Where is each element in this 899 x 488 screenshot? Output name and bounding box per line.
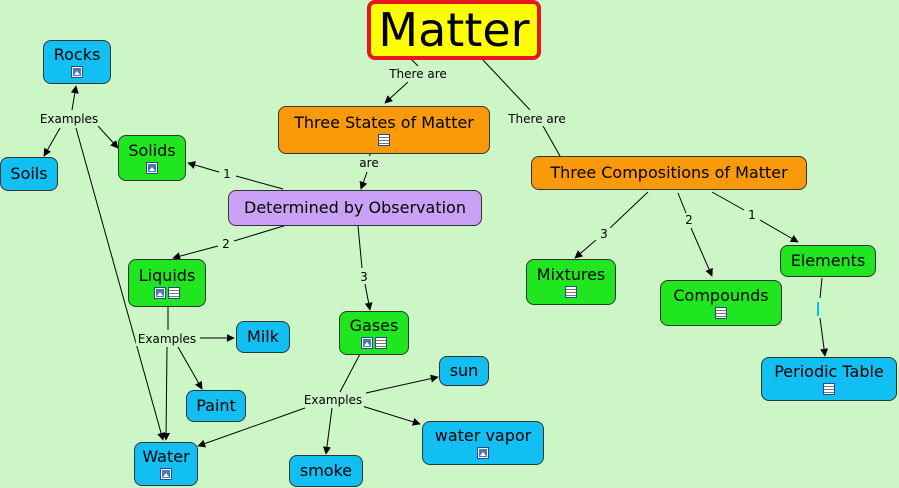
arrow-2-to-compounds [690, 227, 713, 277]
node-rocks[interactable]: Rocks [43, 40, 111, 84]
line-gases-to-examples [339, 353, 361, 393]
line-elements-to-link [819, 277, 823, 299]
node-gases[interactable]: Gases [339, 311, 409, 355]
node-water[interactable]: Water [134, 442, 198, 486]
node-compounds-label: Compounds [673, 286, 769, 305]
node-observation[interactable]: Determined by Observation [228, 190, 482, 226]
title-matter-label: Matter [378, 3, 530, 57]
node-three-compositions-label: Three Compositions of Matter [550, 163, 788, 182]
node-gases-label: Gases [349, 316, 399, 335]
line-compositions-to-1 [711, 191, 745, 211]
node-periodic-table-label: Periodic Table [774, 362, 884, 381]
arrow-examples-to-rocks [70, 85, 79, 111]
link-label-are: are [357, 156, 381, 170]
link-label-there-are-left: There are [387, 67, 449, 81]
node-soils-label: Soils [10, 164, 48, 183]
image-icon[interactable] [477, 447, 489, 459]
link-label-1-elements: 1 [746, 208, 758, 222]
node-mixtures[interactable]: Mixtures [526, 259, 616, 305]
arrow-3-to-mixtures [574, 239, 597, 259]
arrow-solids-to-examples [97, 125, 119, 149]
image-icon[interactable] [146, 162, 158, 174]
arrow-1-to-elements [759, 219, 799, 243]
link-label-3-gases: 3 [358, 270, 370, 284]
arrow-examples-to-smoke [322, 407, 333, 455]
image-icon[interactable] [361, 337, 373, 349]
arrow-2-to-liquids [172, 245, 219, 261]
node-solids-label: Solids [128, 141, 176, 160]
arrow-3-to-gases [364, 283, 373, 311]
node-water-label: Water [142, 447, 190, 466]
document-icon[interactable] [168, 287, 180, 299]
arrow-are-to-observation [359, 171, 368, 190]
link-label-examples-liquids: Examples [135, 332, 199, 346]
node-three-states[interactable]: Three States of Matter [278, 106, 490, 154]
node-sun-label: sun [449, 361, 479, 380]
arrow-there-are-to-three-states [384, 81, 409, 104]
arrow-link-to-periodic-table [819, 317, 829, 357]
node-elements-label: Elements [790, 251, 866, 270]
node-paint[interactable]: Paint [186, 390, 246, 422]
link-label-2-compounds: 2 [683, 213, 695, 227]
line-observation-to-1 [235, 175, 284, 190]
node-milk-label: Milk [247, 327, 279, 346]
node-observation-label: Determined by Observation [244, 198, 466, 217]
arrow-examples-to-water-from-liquids [162, 346, 171, 441]
node-three-states-label: Three States of Matter [294, 113, 474, 132]
arrow-examples-to-paint [177, 346, 203, 390]
node-smoke-label: smoke [299, 461, 353, 480]
line-matter-to-there-are-right [482, 59, 531, 111]
node-compounds[interactable]: Compounds [660, 280, 782, 326]
node-three-compositions[interactable]: Three Compositions of Matter [531, 156, 807, 190]
link-label-3-mixtures: 3 [598, 227, 610, 241]
node-milk[interactable]: Milk [236, 321, 290, 353]
node-liquids-label: Liquids [138, 266, 196, 285]
line-compositions-to-2 [677, 192, 687, 214]
node-rocks-label: Rocks [53, 45, 101, 64]
image-icon[interactable] [160, 468, 172, 480]
document-icon[interactable] [375, 337, 387, 349]
node-periodic-table[interactable]: Periodic Table [761, 357, 897, 401]
arrow-examples-to-sun [365, 374, 439, 394]
link-label-examples-solids: Examples [37, 112, 101, 126]
link-label-there-are-right: There are [506, 112, 568, 126]
document-icon[interactable] [715, 307, 727, 319]
link-label-2-liquids: 2 [220, 237, 232, 251]
node-mixtures-label: Mixtures [536, 265, 606, 284]
line-observation-to-2 [233, 223, 291, 242]
title-matter[interactable]: Matter [367, 0, 541, 60]
document-icon[interactable] [823, 383, 835, 395]
line-observation-to-3 [357, 225, 363, 269]
node-sun[interactable]: sun [439, 356, 489, 386]
node-water-vapor-label: water vapor [434, 426, 532, 445]
node-liquids[interactable]: Liquids [128, 259, 206, 307]
line-compositions-to-3 [609, 191, 649, 229]
arrow-examples-to-water-from-gases [197, 407, 306, 448]
arrow-examples-to-soils [43, 127, 61, 157]
link-label-examples-gases: Examples [301, 393, 365, 407]
image-icon[interactable] [154, 287, 166, 299]
node-soils[interactable]: Soils [0, 157, 58, 191]
arrow-examples-to-water-vapor [361, 405, 421, 426]
arrow-examples-to-water-from-solids [75, 127, 165, 441]
node-smoke[interactable]: smoke [289, 455, 363, 487]
image-icon[interactable] [71, 66, 83, 78]
arrow-1-to-solids [187, 161, 220, 173]
line-there-are-to-three-compositions [542, 125, 561, 157]
node-paint-label: Paint [196, 396, 236, 415]
link-label-1-solids: 1 [221, 167, 233, 181]
node-elements[interactable]: Elements [780, 245, 876, 277]
document-icon[interactable] [565, 286, 577, 298]
node-water-vapor[interactable]: water vapor [422, 421, 544, 465]
node-solids[interactable]: Solids [118, 135, 186, 181]
document-icon[interactable] [378, 134, 390, 146]
